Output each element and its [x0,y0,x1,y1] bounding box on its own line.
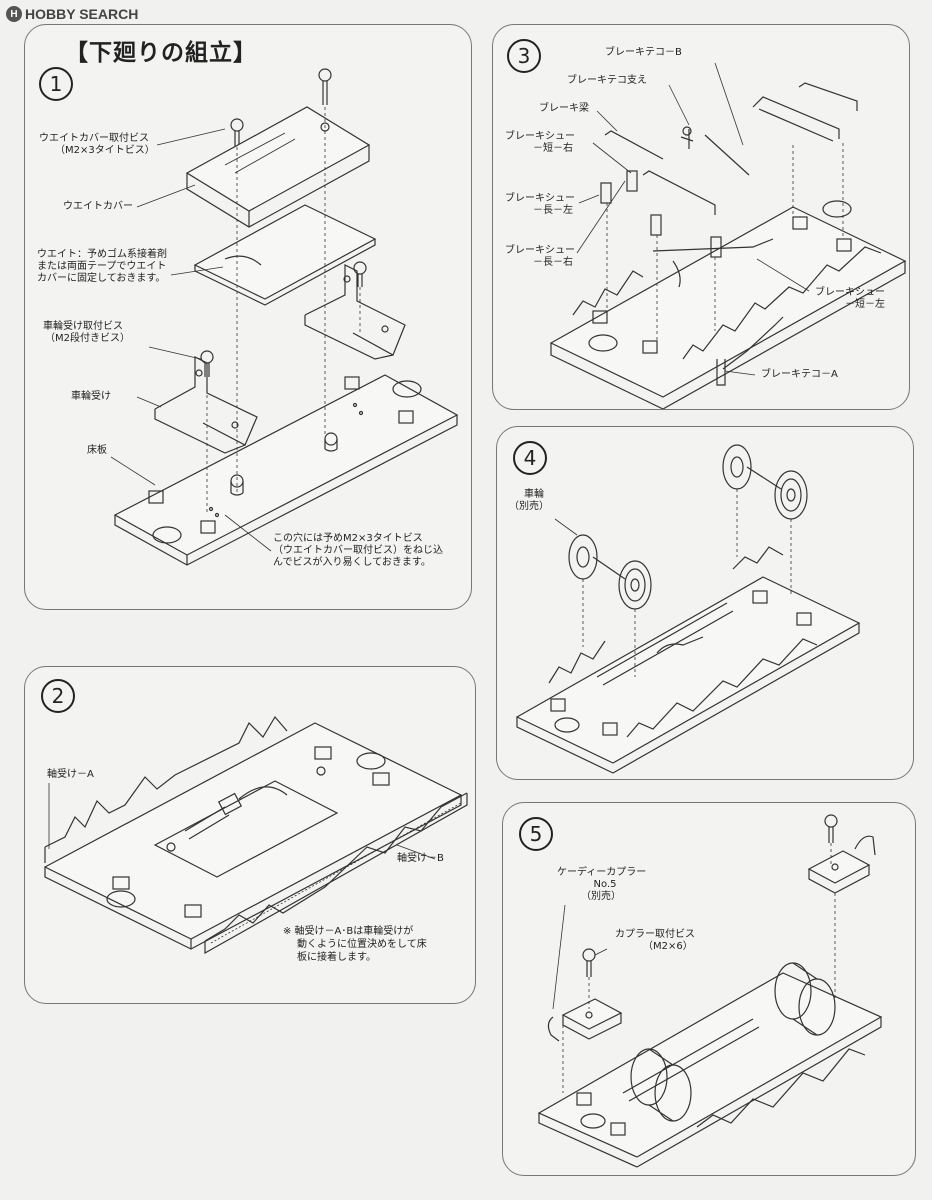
screw-top [318,68,332,105]
label-bearing-note-2: 動くように位置決めをして床 [297,939,427,950]
label-hole-note-1: この穴には予めM2×3タイトビス [273,533,423,544]
coupler-screw-top-shape [824,814,838,843]
label-brake-lever-a: ブレーキテコ－A [761,369,838,380]
step-3-number: 3 [507,39,541,73]
label-coupler-screw-spec: （M2×6） [643,941,693,952]
step-5-leaders [552,904,608,1010]
motor-shape [184,786,288,840]
label-brake-lever-support: ブレーキテコ支え [567,75,647,86]
step-5-panel: 5 [502,802,916,1176]
label-bearing-note-1: ※ 軸受け－A･Bは車輪受けが [283,926,414,937]
brake-beam-rails-shape [604,82,858,215]
label-coupler-screw: カプラー取付ビス [615,929,695,940]
label-weight-cover: ウエイトカバー [63,201,133,212]
label-shoe-short-left-1: ブレーキシュー [815,287,885,298]
label-floor: 床板 [87,445,107,456]
wheel-holder-right-shape [304,264,406,360]
label-shoe-short-right-2: －短－右 [533,143,573,154]
logo-mark: H [6,6,22,22]
brake-shoes-shape [600,170,722,258]
bearing-a-shape [44,715,288,863]
chassis-final-shape [537,962,883,1168]
label-hole-note-3: んでビスが入り易くしておきます。 [273,557,431,568]
label-weight-note-3: カバーに固定しておきます。 [37,273,166,284]
step-2-leaders [48,783,436,860]
label-shoe-long-right-2: －長－右 [533,257,573,268]
label-weight-note-1: ウエイト：予めゴム系接着剤 [37,249,167,260]
step-2-drawing [43,715,468,955]
label-shoe-short-left-2: －短－左 [845,299,885,310]
coupler-bottom-shape [547,998,623,1042]
weight-plate-shape [193,204,377,306]
label-weight-note-2: または両面テープでウエイト [37,261,167,272]
logo-text: HOBBY SEARCH [25,6,139,22]
step-2-number: 2 [41,679,75,713]
step-1-leaders [110,128,272,552]
step-5-number: 5 [519,817,553,851]
coupler-screw-mid-shape [582,948,596,977]
step-1-drawing [110,68,459,566]
wheelset-rear-shape [722,444,808,520]
label-kd-coupler-sold-separately: （別売） [581,891,621,902]
bearing-b-shape [204,792,468,955]
wheelset-front-shape [568,534,652,610]
label-bearing-b: 軸受け－B [397,853,444,864]
chassis-shape [43,722,463,950]
label-kd-coupler-model: No.5 [593,879,617,890]
chassis-assembled-shape [515,546,861,774]
step-2-panel: 2 軸受け－A 軸受け－B ※ 軸 [24,666,476,1004]
step-4-leaders [554,518,578,536]
label-shoe-long-left-1: ブレーキシュー [505,193,575,204]
step-1-guide-lines [206,107,361,515]
brake-rod-shape [652,238,784,386]
label-wheel: 車輪 [524,489,544,500]
coupler-top-shape [807,835,876,894]
label-bearing-note-3: 板に接着します。 [297,952,376,963]
brake-chassis-shape [549,200,907,409]
wheel-holder-left-shape [154,356,258,454]
label-brake-lever-b: ブレーキテコ－B [605,47,682,58]
step-3-panel: 3 [492,24,910,410]
step-3-leaders [576,62,810,376]
label-brake-beam: ブレーキ梁 [539,103,589,114]
step-4-panel: 4 車輪 （別売） [496,426,914,780]
label-wheel-holder-screw-spec: （M2段付きビス） [45,333,130,344]
label-bearing-a: 軸受け－A [47,769,94,780]
label-shoe-long-right-1: ブレーキシュー [505,245,575,256]
label-wheel-holder: 車輪受け [71,391,111,402]
label-shoe-long-left-2: －長－左 [533,205,573,216]
screw-holder-right [353,261,367,287]
hobby-search-logo: H HOBBY SEARCH [6,4,138,24]
weight-cover-shape [185,106,371,228]
label-wheel-holder-screw: 車輪受け取付ビス [43,321,123,332]
step-5-drawing [537,814,883,1168]
step-1-number: 1 [39,67,73,101]
step-1-panel: 1 【下廻りの組立】 [24,24,472,610]
label-kd-coupler: ケーディーカプラー [557,867,647,878]
step-5-guide-lines [562,843,836,1093]
step-3-drawing [549,62,907,409]
label-weight-cover-screw-spec: （M2×3タイトビス） [55,145,155,156]
step-3-guide-lines [606,143,844,345]
step-4-guide-lines [582,489,792,677]
step-1-title: 【下廻りの組立】 [65,40,257,66]
label-weight-cover-screw: ウエイトカバー取付ビス [39,133,149,144]
floor-plate-shape [113,374,459,566]
label-wheel-sold-separately: （別売） [509,501,549,512]
label-hole-note-2: （ウエイトカバー取付ビス）をねじ込 [273,545,443,556]
step-4-number: 4 [513,441,547,475]
label-shoe-short-right-1: ブレーキシュー [505,131,575,142]
step-4-drawing [515,444,861,774]
